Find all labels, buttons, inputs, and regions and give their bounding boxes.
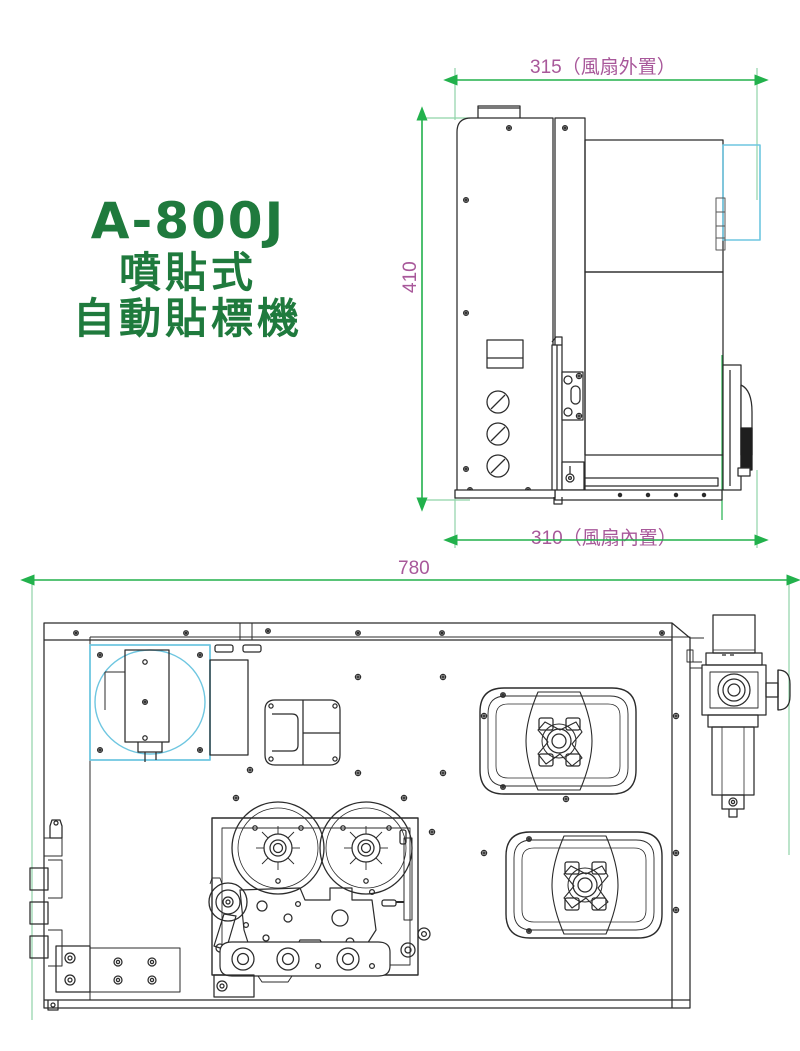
control-panel-window xyxy=(486,339,524,369)
deck-holes xyxy=(232,673,680,914)
label-reel-right xyxy=(319,801,413,895)
model-name: A-800J xyxy=(90,192,286,250)
rounded-module-upper xyxy=(479,687,637,795)
fan-connector xyxy=(715,197,726,251)
edge-connectors xyxy=(29,819,63,967)
left-post-top xyxy=(49,819,63,839)
ribbon-mechanism xyxy=(208,801,431,983)
frl-bowl xyxy=(711,726,755,796)
dimension-label-315: 315（風扇外置） xyxy=(530,57,676,78)
roller-bar xyxy=(219,941,391,983)
frl-knob xyxy=(777,669,791,711)
external-fan-box xyxy=(722,144,761,241)
connector-2 xyxy=(29,901,49,925)
dimension-label-780: 780 xyxy=(398,558,430,579)
frl-top-cap xyxy=(712,614,756,654)
frl-knob-stem xyxy=(765,682,779,698)
label-reel-left xyxy=(231,801,325,895)
fan-corner-screws xyxy=(96,651,204,754)
dancer-arm xyxy=(208,877,248,953)
adjust-knobs xyxy=(486,390,510,478)
side-block-a xyxy=(209,659,249,756)
small-tabs xyxy=(214,644,262,653)
fan-motor-base xyxy=(137,742,163,753)
applicator-head xyxy=(561,371,584,421)
top-edge-holes xyxy=(73,628,665,636)
rounded-module-lower xyxy=(505,831,663,939)
air-filter-regulator xyxy=(686,614,791,818)
knob-3 xyxy=(486,454,510,478)
base-rail xyxy=(454,477,723,501)
top-vent-cap xyxy=(477,105,521,118)
lower-left-bracket xyxy=(213,974,255,998)
fan-housing-highlight xyxy=(89,644,211,761)
connector-1 xyxy=(29,867,49,891)
fan-motor-body xyxy=(124,649,170,743)
foot-left xyxy=(47,1000,59,1011)
title-line-3: 自動貼標機 xyxy=(72,295,303,342)
frl-body xyxy=(701,664,767,716)
lower-left-mount xyxy=(47,945,181,1011)
connector-3 xyxy=(29,935,49,959)
machine-foot xyxy=(553,497,563,505)
fan-blade-circle xyxy=(94,649,206,755)
title-line-2: 噴貼式 xyxy=(118,249,257,296)
top-notch xyxy=(239,623,253,641)
title-block: A-800J 噴貼式 自動貼標機 xyxy=(18,196,358,340)
knob-2 xyxy=(486,422,510,446)
nozzle-module xyxy=(722,364,753,491)
knob-1 xyxy=(486,390,510,414)
manifold-module xyxy=(264,699,341,766)
